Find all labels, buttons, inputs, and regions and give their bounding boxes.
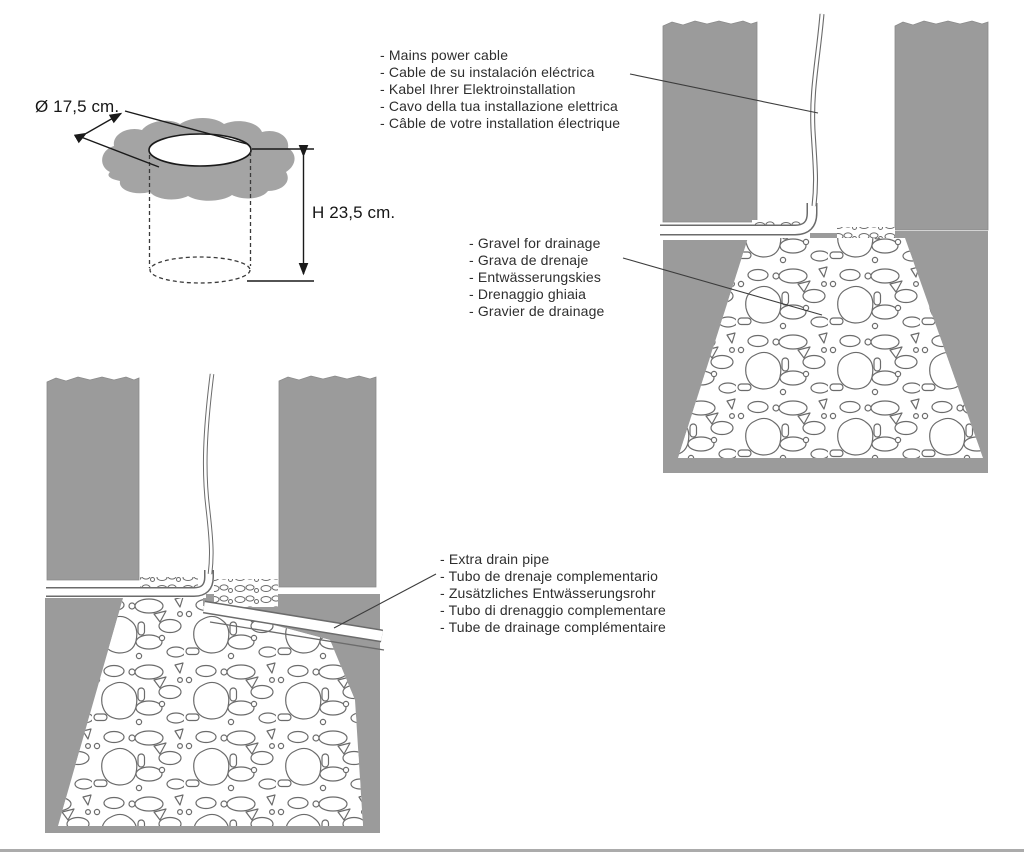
label-line: - Cavo della tua installazione elettrica: [380, 98, 618, 114]
height-dimension: [247, 144, 314, 282]
label-line: - Mains power cable: [380, 47, 509, 63]
diameter-dimension-label: Ø 17,5 cm.: [35, 97, 120, 116]
label-line: - Gravier de drainage: [469, 303, 605, 319]
soil-block-right: [278, 375, 377, 588]
label-line: - Câble de votre installation électrique: [380, 115, 621, 131]
stones-pocket-pattern: [214, 579, 278, 607]
gravel-bed-pattern: [58, 598, 363, 826]
label-line: - Entwässerungskies: [469, 269, 602, 285]
stones-band-pattern: [140, 577, 198, 588]
label-line: - Kabel Ihrer Elektroinstallation: [380, 81, 576, 97]
label-line: - Tubo de drenaje complementario: [440, 568, 659, 584]
bottom-rule: [0, 849, 1024, 852]
cross-section-cable: [660, 13, 989, 473]
hole-cylinder-dashed: [148, 152, 252, 284]
leader-line-drain-pipe: [333, 573, 437, 629]
label-line: - Tubo di drenaggio complementare: [440, 602, 666, 618]
label-drain-pipe: - Extra drain pipe - Tubo de drenaje com…: [440, 551, 666, 636]
label-mains-cable: - Mains power cable - Cable de su instal…: [380, 47, 620, 132]
extra-drain-pipe: [202, 600, 385, 651]
label-line: - Grava de drenaje: [469, 252, 589, 268]
label-line: - Zusätzliches Entwässerungsrohr: [440, 585, 656, 601]
label-line: - Tube de drainage complémentaire: [440, 619, 666, 635]
label-line: - Extra drain pipe: [440, 551, 550, 567]
cable-conduit: [660, 203, 818, 236]
diameter-dimension: [73, 110, 248, 168]
label-line: - Drenaggio ghiaia: [469, 286, 587, 302]
leader-line-cable: [629, 73, 819, 114]
label-gravel: - Gravel for drainage - Grava de drenaje…: [469, 235, 604, 320]
mains-cable-wire: [202, 373, 215, 575]
label-line: - Cable de su instalación eléctrica: [380, 64, 595, 80]
cable-conduit: [46, 570, 214, 597]
cross-section-drain: [45, 373, 385, 833]
mains-cable-wire: [810, 13, 825, 207]
leader-lines: [333, 73, 823, 629]
hole-dimension-figure: [73, 110, 314, 284]
leader-line-gravel: [622, 257, 823, 316]
height-dimension-label: H 23,5 cm.: [312, 203, 396, 222]
soil-block-left: [662, 20, 758, 223]
soil-block-right: [894, 20, 989, 231]
label-line: - Gravel for drainage: [469, 235, 601, 251]
soil-block-left: [46, 376, 140, 581]
gravel-bed-pattern: [678, 238, 983, 458]
hole-opening: [148, 133, 252, 167]
